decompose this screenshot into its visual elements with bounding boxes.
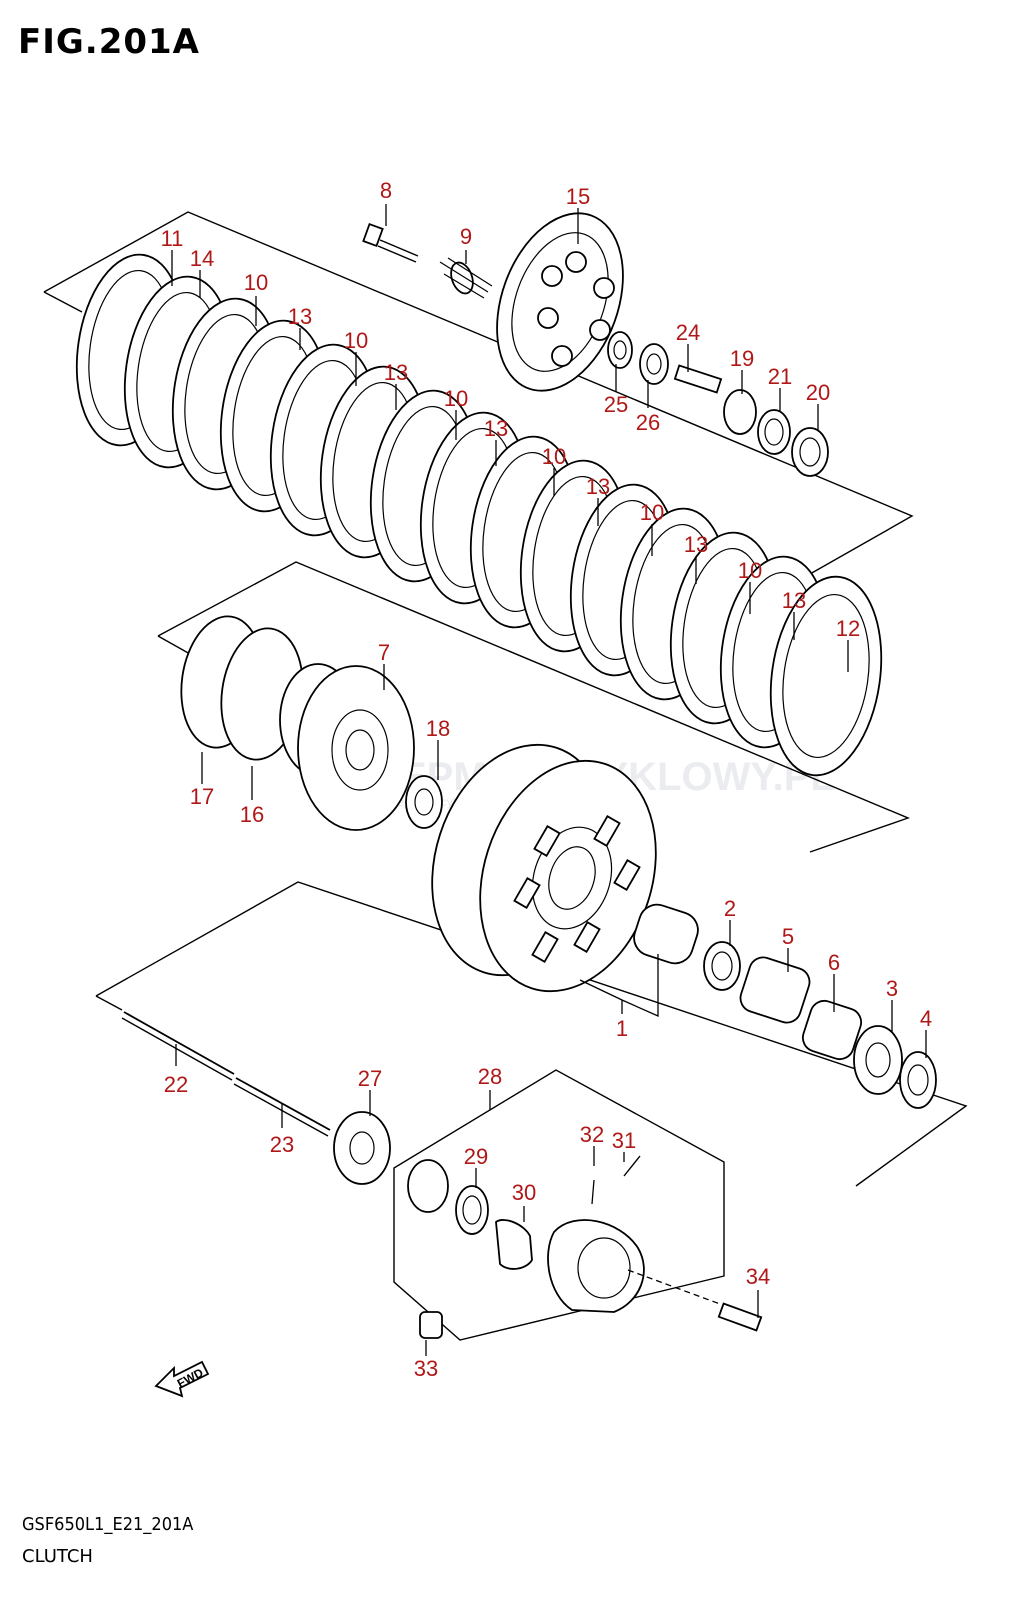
callout-labels: 1 2 3 4 5 6 7 8 9 10 10 10 10 10 10 11 1… xyxy=(161,178,933,1381)
callout-32: 32 xyxy=(580,1122,604,1147)
section-name: CLUTCH xyxy=(22,1546,93,1567)
leader-lines xyxy=(171,204,927,1356)
thrust-washer xyxy=(405,775,443,829)
callout-34: 34 xyxy=(746,1264,770,1289)
callout-22: 22 xyxy=(164,1072,188,1097)
callout-19: 19 xyxy=(730,346,754,371)
callout-13-b: 13 xyxy=(384,360,408,385)
callout-29: 29 xyxy=(464,1144,488,1169)
callout-10-c: 10 xyxy=(444,386,468,411)
callout-15: 15 xyxy=(566,184,590,209)
callout-13-d: 13 xyxy=(586,474,610,499)
callout-10-f: 10 xyxy=(738,558,762,583)
clutch-spring xyxy=(439,257,493,299)
release-bearing-parts xyxy=(607,331,829,477)
callout-8: 8 xyxy=(380,178,392,203)
callout-5: 5 xyxy=(782,924,794,949)
callout-10-e: 10 xyxy=(640,500,664,525)
callout-10-b: 10 xyxy=(344,328,368,353)
callout-2: 2 xyxy=(724,896,736,921)
callout-27: 27 xyxy=(358,1066,382,1091)
forward-arrow-icon: FWD xyxy=(154,1360,210,1398)
clutch-spring-bolt xyxy=(362,222,419,263)
bearing-group-frame xyxy=(95,881,968,1187)
callout-3: 3 xyxy=(886,976,898,1001)
housing-group-frame xyxy=(157,561,910,853)
callout-10-a: 10 xyxy=(244,270,268,295)
callout-10-d: 10 xyxy=(542,444,566,469)
release-cylinder xyxy=(407,1155,763,1339)
callout-13-a: 13 xyxy=(288,304,312,329)
callout-4: 4 xyxy=(920,1006,932,1031)
callout-13-c: 13 xyxy=(484,416,508,441)
clutch-sleeve-hub xyxy=(279,663,415,831)
callout-7: 7 xyxy=(378,640,390,665)
pressure-plate xyxy=(496,212,624,392)
callout-16: 16 xyxy=(240,802,264,827)
model-code: GSF650L1_E21_201A xyxy=(22,1514,194,1535)
callout-13-f: 13 xyxy=(782,588,806,613)
clutch-housing xyxy=(431,743,657,993)
clutch-push-piece xyxy=(333,1111,391,1185)
callout-18: 18 xyxy=(426,716,450,741)
release-group-frame xyxy=(393,1069,725,1341)
callout-17: 17 xyxy=(190,784,214,809)
callout-1: 1 xyxy=(616,1016,628,1041)
callout-30: 30 xyxy=(512,1180,536,1205)
callout-31: 31 xyxy=(612,1128,636,1153)
callout-25: 25 xyxy=(604,392,628,417)
callout-12: 12 xyxy=(836,616,860,641)
callout-14: 14 xyxy=(190,246,214,271)
callout-24: 24 xyxy=(676,320,700,345)
callout-20: 20 xyxy=(806,380,830,405)
callout-13-e: 13 xyxy=(684,532,708,557)
callout-21: 21 xyxy=(768,364,792,389)
push-rods xyxy=(121,1011,331,1137)
callout-28: 28 xyxy=(478,1064,502,1089)
callout-33: 33 xyxy=(414,1356,438,1381)
housing-bearing-parts xyxy=(633,903,937,1109)
plate-stack xyxy=(75,253,883,777)
callout-26: 26 xyxy=(636,410,660,435)
callout-23: 23 xyxy=(270,1132,294,1157)
callout-9: 9 xyxy=(460,224,472,249)
callout-6: 6 xyxy=(828,950,840,975)
callout-11: 11 xyxy=(161,226,184,251)
figure-title: FIG.201A xyxy=(18,22,200,62)
